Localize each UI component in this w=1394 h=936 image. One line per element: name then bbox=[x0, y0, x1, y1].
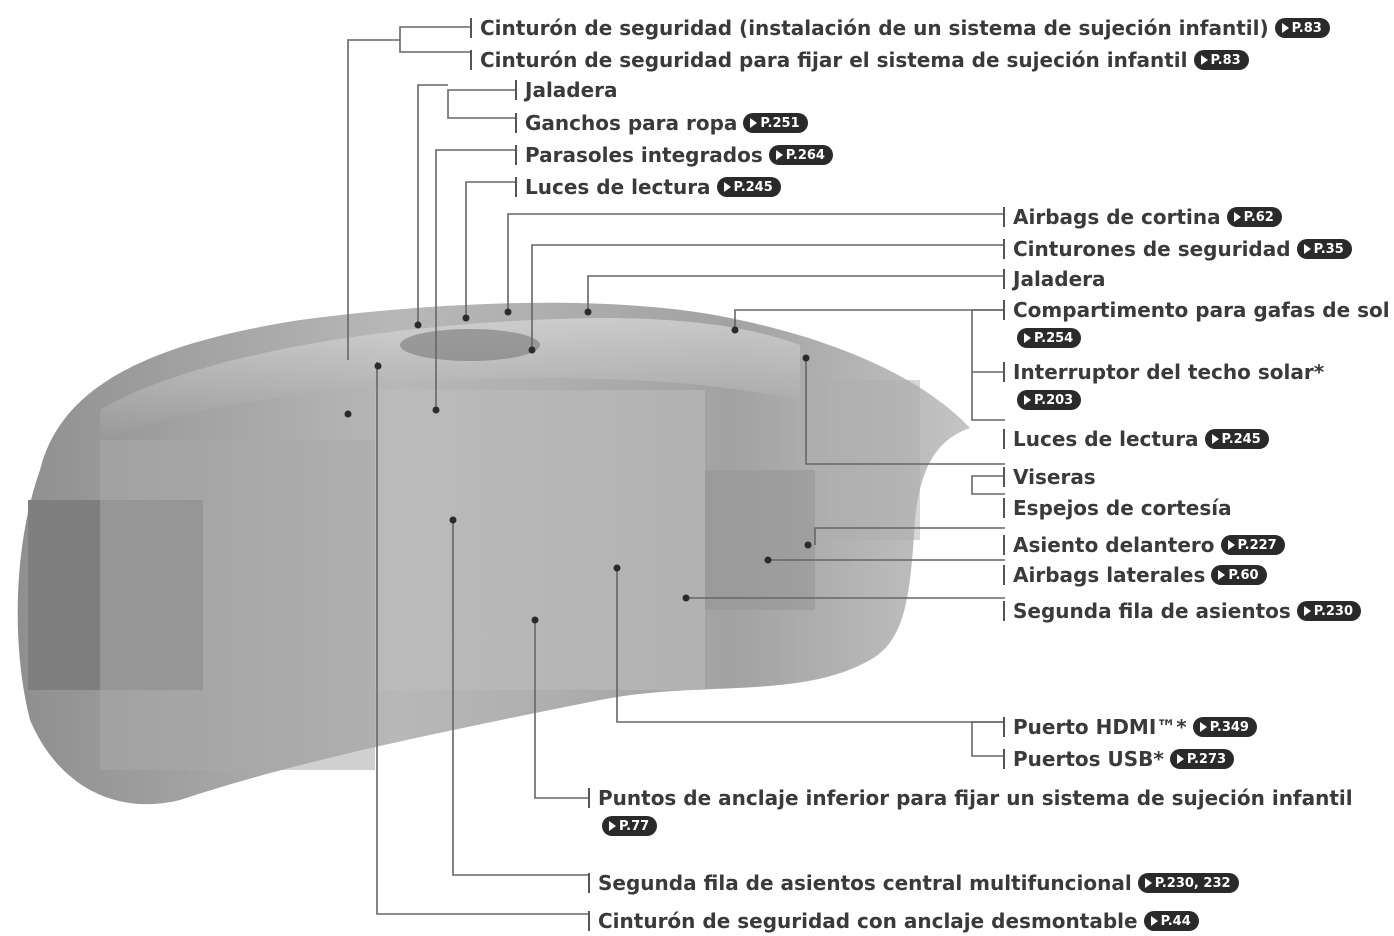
arrow-icon bbox=[1200, 722, 1207, 732]
arrow-icon bbox=[1177, 754, 1184, 764]
label-cinturon-fijar: Cinturón de seguridad para fijar el sist… bbox=[470, 45, 1249, 75]
page-ref-badge[interactable]: P.77 bbox=[602, 816, 657, 836]
label-text: Cinturón de seguridad (instalación de un… bbox=[480, 16, 1269, 40]
callout-dot bbox=[614, 565, 621, 572]
leader-line bbox=[972, 722, 1005, 756]
arrow-icon bbox=[1304, 606, 1311, 616]
leader-line bbox=[972, 476, 1005, 494]
label-segunda-fila-central: Segunda fila de asientos central multifu… bbox=[588, 868, 1239, 898]
arrow-icon bbox=[1234, 212, 1241, 222]
page-ref-badge[interactable]: P.203 bbox=[1017, 390, 1081, 410]
page-ref-badge[interactable]: P.83 bbox=[1275, 18, 1330, 38]
arrow-icon bbox=[1212, 434, 1219, 444]
callout-dot bbox=[765, 557, 772, 564]
page-ref-badge[interactable]: P.230, 232 bbox=[1138, 873, 1239, 893]
callout-dot bbox=[732, 327, 739, 334]
leader-line bbox=[448, 90, 517, 118]
label-jaladera-top: Jaladera bbox=[515, 75, 618, 105]
leader-line bbox=[508, 214, 1005, 312]
page-ref-badge[interactable]: P.245 bbox=[1205, 429, 1269, 449]
label-interruptor-techo: Interruptor del techo solar* P.203 bbox=[1003, 360, 1324, 410]
label-airbags-laterales: Airbags laterales P.60 bbox=[1003, 560, 1267, 590]
callout-dot bbox=[375, 363, 382, 370]
label-espejos-cortesia: Espejos de cortesía bbox=[1003, 493, 1232, 523]
page-ref-badge[interactable]: P.83 bbox=[1194, 50, 1249, 70]
label-luces-lectura-right: Luces de lectura P.245 bbox=[1003, 424, 1269, 454]
label-jaladera-right: Jaladera bbox=[1003, 264, 1106, 294]
callout-dot bbox=[433, 407, 440, 414]
arrow-icon bbox=[724, 182, 731, 192]
arrow-icon bbox=[609, 821, 616, 831]
page-ref-badge[interactable]: P.245 bbox=[717, 177, 781, 197]
rear-seat-block bbox=[100, 440, 375, 770]
arrow-icon bbox=[1145, 878, 1152, 888]
page-ref-badge[interactable]: P.35 bbox=[1297, 239, 1352, 259]
arrow-icon bbox=[776, 150, 783, 160]
arrow-icon bbox=[1151, 916, 1158, 926]
arrow-icon bbox=[1228, 540, 1235, 550]
callout-dot bbox=[415, 322, 422, 329]
page-ref-badge[interactable]: P.251 bbox=[743, 113, 807, 133]
arrow-icon bbox=[1201, 55, 1208, 65]
label-cinturones-seguridad: Cinturones de seguridad P.35 bbox=[1003, 234, 1352, 264]
label-puntos-anclaje: Puntos de anclaje inferior para fijar un… bbox=[588, 786, 1353, 836]
page-ref-badge[interactable]: P.227 bbox=[1221, 535, 1285, 555]
arrow-icon bbox=[1024, 333, 1031, 343]
label-puertos-usb: Puertos USB* P.273 bbox=[1003, 744, 1234, 774]
page-ref-badge[interactable]: P.273 bbox=[1170, 749, 1234, 769]
label-compartimento-gafas: Compartimento para gafas de sol P.254 bbox=[1003, 298, 1390, 348]
arrow-icon bbox=[1218, 570, 1225, 580]
callout-dot bbox=[585, 309, 592, 316]
leader-line bbox=[972, 310, 1005, 420]
leader-line bbox=[400, 27, 472, 52]
label-luces-lectura-top: Luces de lectura P.245 bbox=[515, 172, 781, 202]
leader-line bbox=[588, 276, 1005, 312]
page-ref-badge[interactable]: P.230 bbox=[1297, 601, 1361, 621]
label-puerto-hdmi: Puerto HDMI™* P.349 bbox=[1003, 712, 1257, 742]
label-viseras: Viseras bbox=[1003, 462, 1096, 492]
callout-dot bbox=[345, 411, 352, 418]
label-parasoles: Parasoles integrados P.264 bbox=[515, 140, 833, 170]
front-dash bbox=[820, 380, 920, 540]
leader-line bbox=[735, 310, 1005, 330]
page-ref-badge[interactable]: P.264 bbox=[769, 145, 833, 165]
front-seat-block bbox=[705, 470, 815, 610]
leader-line bbox=[418, 85, 448, 325]
leader-line bbox=[466, 182, 517, 318]
arrow-icon bbox=[1282, 23, 1289, 33]
callout-dot bbox=[529, 347, 536, 354]
callout-dot bbox=[505, 309, 512, 316]
arrow-icon bbox=[750, 118, 757, 128]
arrow-icon bbox=[1024, 395, 1031, 405]
page-ref-badge[interactable]: P.62 bbox=[1227, 207, 1282, 227]
label-airbags-cortina: Airbags de cortina P.62 bbox=[1003, 202, 1282, 232]
page-ref-badge[interactable]: P.349 bbox=[1193, 717, 1257, 737]
arrow-icon bbox=[1304, 244, 1311, 254]
label-segunda-fila: Segunda fila de asientos P.230 bbox=[1003, 596, 1361, 626]
callout-dot bbox=[532, 617, 539, 624]
label-ganchos-ropa: Ganchos para ropa P.251 bbox=[515, 108, 808, 138]
callout-dot bbox=[450, 517, 457, 524]
label-asiento-delantero: Asiento delantero P.227 bbox=[1003, 530, 1285, 560]
second-row-block bbox=[375, 390, 705, 690]
callout-dot bbox=[683, 595, 690, 602]
callout-dot bbox=[805, 542, 812, 549]
page-ref-badge[interactable]: P.254 bbox=[1017, 328, 1081, 348]
label-cinturon-desmontable: Cinturón de seguridad con anclaje desmon… bbox=[588, 906, 1199, 936]
label-cinturon-instalacion: Cinturón de seguridad (instalación de un… bbox=[470, 13, 1330, 43]
page-ref-badge[interactable]: P.60 bbox=[1211, 565, 1266, 585]
callout-dot bbox=[803, 355, 810, 362]
callout-dot bbox=[463, 315, 470, 322]
page-ref-badge[interactable]: P.44 bbox=[1144, 911, 1199, 931]
sunroof bbox=[400, 329, 540, 361]
